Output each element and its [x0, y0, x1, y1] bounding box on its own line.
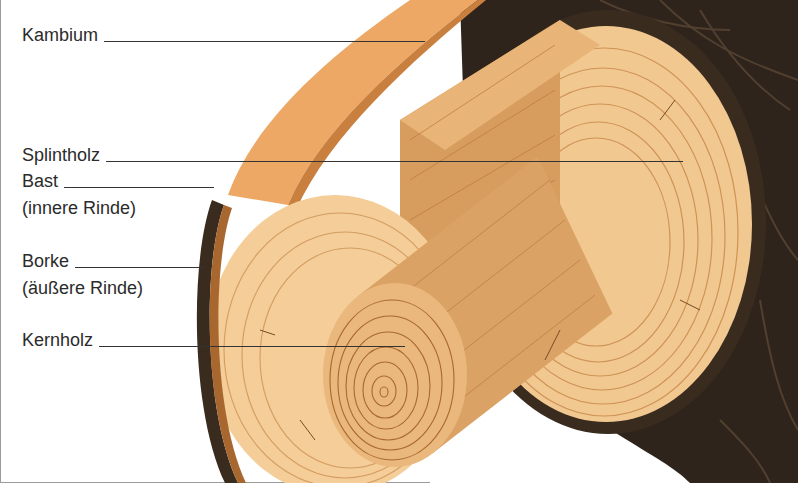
leader-line: [106, 161, 683, 162]
frame-line: [0, 0, 1, 483]
leader-line: [64, 187, 214, 188]
part-label: (äußere Rinde): [22, 277, 143, 299]
heartwood-face: [323, 283, 467, 467]
part-label: Bast: [22, 170, 58, 192]
leader-line: [99, 346, 405, 347]
leader-line: [104, 41, 425, 42]
growth-rings: [330, 300, 454, 460]
leader-line: [75, 267, 205, 268]
part-label: Kernholz: [22, 329, 93, 351]
part-label: Splintholz: [22, 144, 100, 166]
rays: [260, 100, 700, 440]
part-label: (innere Rinde): [22, 197, 136, 219]
part-label: Borke: [22, 250, 69, 272]
bast-layer: [210, 205, 246, 483]
kambium-edge: [288, 0, 486, 210]
part-label: Kambium: [22, 24, 98, 46]
